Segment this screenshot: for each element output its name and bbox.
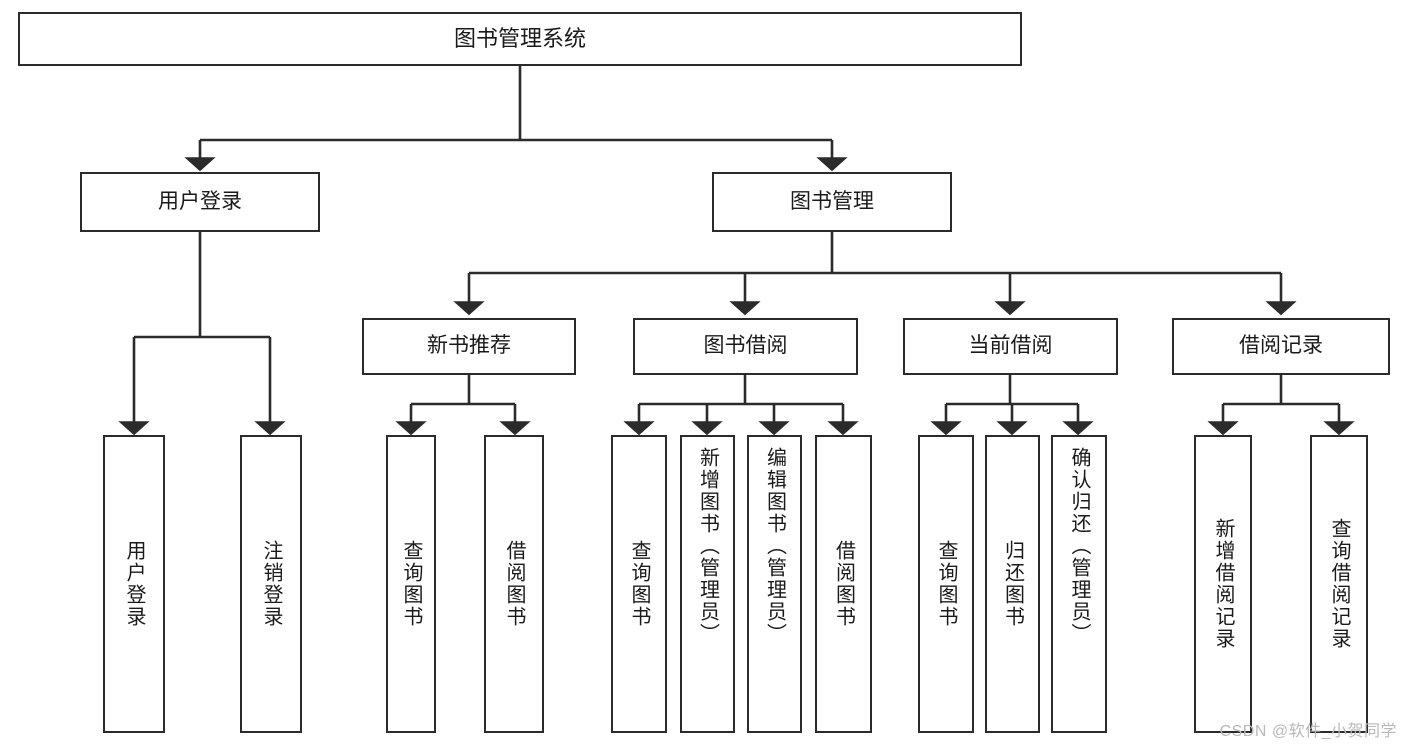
node-user-login-label: 用户登录 <box>158 189 242 213</box>
leaf-user-login-login[interactable]: 用户登录 <box>103 435 165 733</box>
node-book-management-label: 图书管理 <box>790 189 874 213</box>
node-root[interactable]: 图书管理系统 <box>18 12 1022 66</box>
csdn-watermark: CSDN @软件_小贺同学 <box>1219 723 1397 740</box>
leaf-book-borrow-add[interactable]: 新增图书（管理员） <box>680 435 735 733</box>
leaf-label: 注销登录 <box>260 540 282 628</box>
leaf-book-borrow-query[interactable]: 查询图书 <box>611 435 667 733</box>
node-current-borrow[interactable]: 当前借阅 <box>903 318 1118 375</box>
leaf-current-borrow-return[interactable]: 归还图书 <box>985 435 1040 733</box>
leaf-label: 查询图书 <box>935 540 957 628</box>
leaf-label: 新增借阅记录 <box>1212 518 1234 650</box>
leaf-records-add[interactable]: 新增借阅记录 <box>1194 435 1252 733</box>
leaf-new-book-borrow[interactable]: 借阅图书 <box>484 435 544 733</box>
leaf-label: 查询图书 <box>400 540 422 628</box>
leaf-label: 归还图书 <box>1001 540 1024 628</box>
leaf-book-borrow-borrow[interactable]: 借阅图书 <box>815 435 872 733</box>
node-current-borrow-label: 当前借阅 <box>968 334 1053 358</box>
leaf-label: 借阅图书 <box>503 540 525 628</box>
node-borrow-records[interactable]: 借阅记录 <box>1172 318 1390 375</box>
node-new-book-recommend[interactable]: 新书推荐 <box>362 318 576 375</box>
node-new-book-recommend-label: 新书推荐 <box>427 334 511 358</box>
leaf-label: 借阅图书 <box>832 540 855 628</box>
node-root-label: 图书管理系统 <box>453 26 586 52</box>
leaf-records-query[interactable]: 查询借阅记录 <box>1310 435 1368 733</box>
leaf-label: 查询图书 <box>628 540 650 628</box>
node-book-borrow[interactable]: 图书借阅 <box>633 318 858 375</box>
leaf-current-borrow-confirm[interactable]: 确认归还（管理员） <box>1051 435 1107 733</box>
node-borrow-records-label: 借阅记录 <box>1239 334 1323 358</box>
leaf-label: 编辑图书（管理员） <box>763 447 786 645</box>
node-book-management[interactable]: 图书管理 <box>712 172 952 232</box>
leaf-label: 新增图书（管理员） <box>696 447 719 645</box>
leaf-new-book-query[interactable]: 查询图书 <box>386 435 436 733</box>
leaf-user-login-logout[interactable]: 注销登录 <box>240 435 302 733</box>
leaf-label: 用户登录 <box>123 540 145 628</box>
leaf-label: 确认归还（管理员） <box>1068 447 1090 645</box>
node-book-borrow-label: 图书借阅 <box>703 334 788 358</box>
leaf-current-borrow-query[interactable]: 查询图书 <box>918 435 974 733</box>
node-user-login[interactable]: 用户登录 <box>80 172 320 232</box>
leaf-label: 查询借阅记录 <box>1328 518 1350 650</box>
leaf-book-borrow-edit[interactable]: 编辑图书（管理员） <box>747 435 802 733</box>
